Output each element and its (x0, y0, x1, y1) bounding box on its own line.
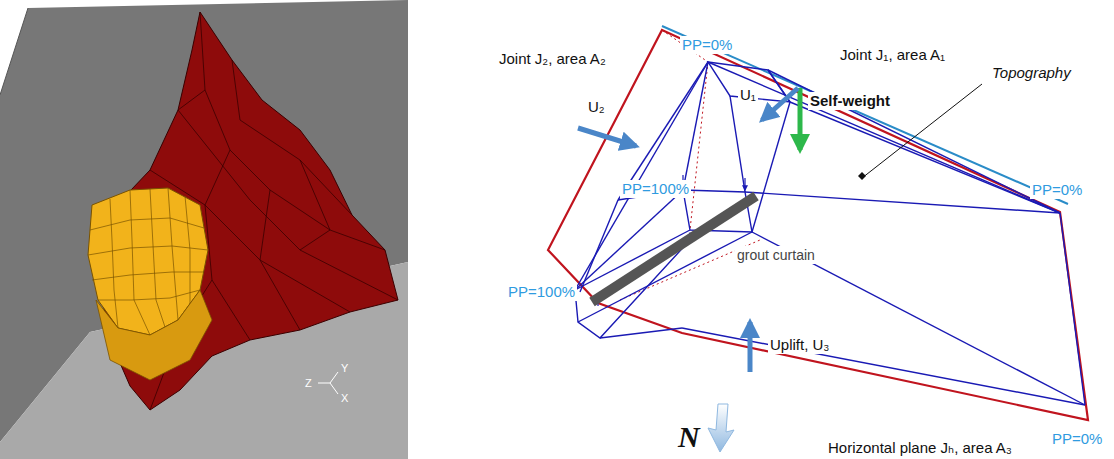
joint-label: Joint J₁, area A₁ (838, 46, 947, 64)
self-weight-arrow (798, 88, 803, 150)
plane-label: Horizontal plane Jₕ, area A₃ (826, 439, 1014, 457)
uplift-arrow (748, 322, 753, 372)
force-label: U₂ (586, 98, 607, 116)
model-render (0, 0, 408, 459)
axis-label: Z (304, 377, 313, 390)
joint-label: Joint J₂, area A₂ (497, 50, 608, 68)
annotation-label: Topography (990, 64, 1073, 82)
leader-dot (858, 172, 866, 180)
axis-label: Y (340, 362, 349, 375)
joint-j1-trace (662, 26, 1068, 204)
horizontal-plane-outline (548, 30, 1088, 420)
grout-curtain-bar (592, 196, 756, 302)
axis-triad (318, 372, 338, 394)
force-label: Uplift, U₃ (768, 336, 831, 354)
annotation-label: grout curtain (735, 246, 817, 264)
force-label: U₁ (738, 86, 758, 104)
u2-arrow (578, 128, 636, 146)
pore-pressure-label: PP=0% (680, 36, 734, 54)
north-arrow (708, 404, 734, 452)
u1-arrow (762, 88, 798, 120)
wedge-wireframe (548, 26, 1088, 452)
pore-pressure-label: PP=100% (620, 180, 691, 198)
pore-pressure-label: PP=100% (506, 283, 577, 301)
axis-label: X (340, 392, 349, 405)
north-label: N (676, 420, 702, 454)
pore-pressure-label: PP=0% (1050, 430, 1104, 448)
pore-pressure-label: PP=0% (1030, 181, 1084, 199)
force-label: Self-weight (808, 92, 892, 110)
